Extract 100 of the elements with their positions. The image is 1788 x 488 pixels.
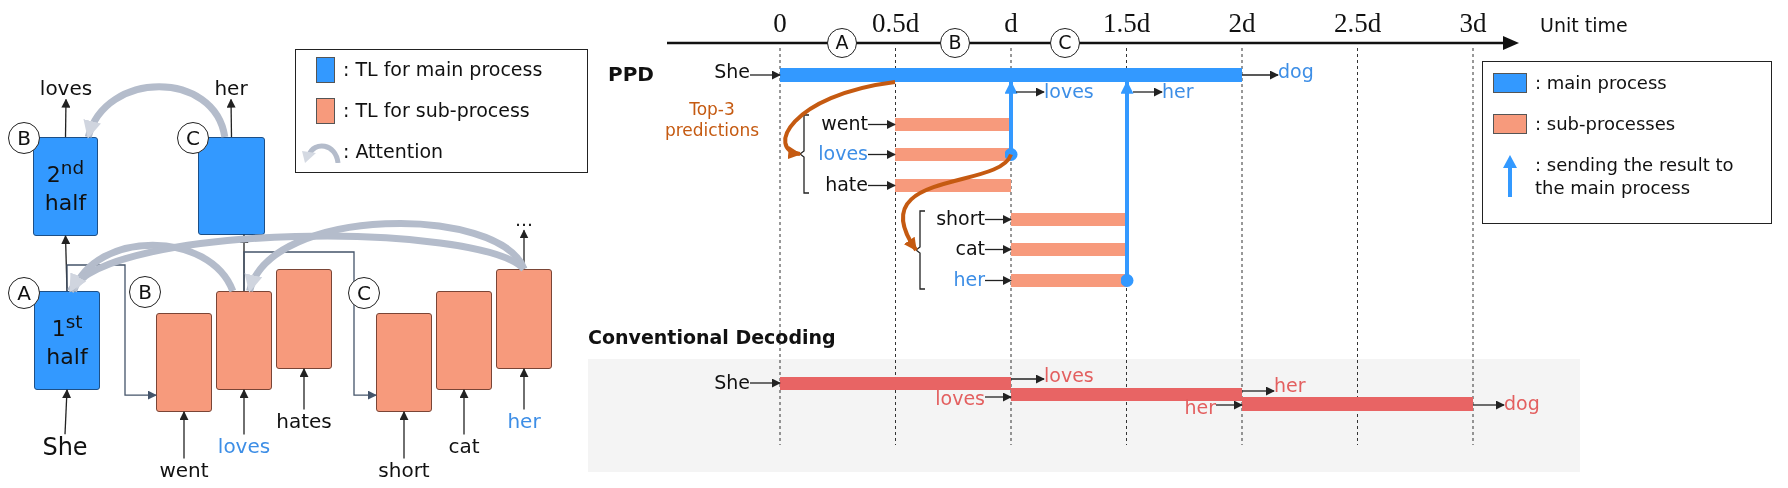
curved-arrow xyxy=(901,153,1013,252)
timeline-bar xyxy=(780,68,1242,82)
token-label: hate xyxy=(825,174,868,196)
curved-arrow xyxy=(70,241,236,293)
arrow xyxy=(1004,80,1018,161)
token-label: went xyxy=(159,458,209,482)
tick-label: d xyxy=(1004,8,1018,40)
arrow xyxy=(239,389,249,436)
arrow xyxy=(66,264,157,400)
tick-label: 2d xyxy=(1228,8,1256,40)
arrow xyxy=(62,389,72,435)
arrow xyxy=(867,181,896,190)
curved-arrow xyxy=(783,80,896,158)
tick-label: 0.5d xyxy=(871,8,920,40)
arrow xyxy=(1120,80,1134,287)
legend-text: : TL for sub-process xyxy=(343,100,530,122)
arrow xyxy=(299,368,309,411)
timeline-bar xyxy=(1011,243,1127,256)
layer-block xyxy=(376,313,432,412)
curved-arrow xyxy=(246,220,527,293)
layer-block xyxy=(198,137,265,235)
arrow xyxy=(749,70,781,80)
timeline-bar xyxy=(1011,388,1242,401)
tick-label: 1.5d xyxy=(1102,8,1151,40)
token-label: her xyxy=(214,76,248,100)
legend-text: : Attention xyxy=(343,141,444,163)
token-label: loves xyxy=(1044,365,1094,387)
token-label: loves xyxy=(818,143,868,165)
arrow xyxy=(1241,386,1275,396)
token-label: short xyxy=(936,208,985,230)
arrow xyxy=(867,150,896,159)
legend-text: : main process xyxy=(1535,72,1667,94)
legend-text: : TL for main process xyxy=(343,59,543,81)
token-label: loves xyxy=(935,388,985,410)
section-heading: Conventional Decoding xyxy=(588,327,836,349)
token-label: loves xyxy=(39,76,93,100)
tick-label: 0 xyxy=(773,8,787,40)
token-label: dog xyxy=(1504,393,1540,415)
token-label: her xyxy=(1184,397,1216,419)
bracket xyxy=(916,210,925,290)
timeline-bar xyxy=(895,148,1011,161)
layer-block: 1$^{st}$ half xyxy=(34,291,100,390)
arrow xyxy=(1015,87,1045,97)
token-label: She xyxy=(42,434,88,462)
layer-block xyxy=(216,291,272,390)
timeline-bar xyxy=(1011,274,1127,287)
arrow xyxy=(519,368,529,411)
letter-badge: B xyxy=(940,28,970,58)
arrow xyxy=(399,411,409,460)
letter-badge: B xyxy=(129,276,161,308)
curved-arrow xyxy=(85,83,229,139)
arrow xyxy=(1215,400,1243,410)
layer-block xyxy=(156,313,212,412)
token-label: her xyxy=(1162,81,1194,103)
arrow xyxy=(226,98,236,138)
token-label: loves xyxy=(1044,81,1094,103)
token-label: her xyxy=(953,269,985,291)
arrow xyxy=(867,120,896,129)
arrow xyxy=(984,276,1012,285)
token-label: went xyxy=(821,113,868,135)
arrow xyxy=(61,98,71,138)
letter-badge: C xyxy=(1050,28,1080,58)
tick-label: 2.5d xyxy=(1333,8,1382,40)
timeline-bar xyxy=(1011,213,1127,226)
arrow xyxy=(1241,70,1279,80)
token-label: her xyxy=(1274,375,1306,397)
legend-text: : sending the result to the main process xyxy=(1535,152,1735,200)
arrow xyxy=(179,411,189,460)
arrow xyxy=(984,215,1012,224)
token-label: cat xyxy=(955,238,985,260)
token-label: her xyxy=(507,409,541,433)
arrow xyxy=(984,392,1012,402)
arrow xyxy=(459,389,469,436)
curved-arrow xyxy=(67,232,526,294)
letter-badge: A xyxy=(8,277,40,309)
arrow xyxy=(984,245,1012,254)
arrow xyxy=(1132,87,1163,97)
letter-badge: A xyxy=(827,28,857,58)
layer-block: 2$^{nd}$ half xyxy=(33,137,98,236)
timeline-bar xyxy=(780,377,1011,390)
timeline-bar xyxy=(895,118,1011,131)
token-label: She xyxy=(714,372,750,394)
token-label: She xyxy=(714,61,750,83)
tick-label: 3d xyxy=(1459,8,1487,40)
axis-title: Unit time xyxy=(1540,15,1628,37)
section-heading: PPD xyxy=(608,62,654,86)
bracket xyxy=(800,114,809,194)
token-label: dog xyxy=(1278,61,1314,83)
token-label: loves xyxy=(217,434,271,458)
letter-badge: C xyxy=(177,122,209,154)
letter-badge: C xyxy=(348,277,380,309)
layer-block xyxy=(496,269,552,369)
arrow xyxy=(1010,374,1045,384)
layer-block xyxy=(436,291,492,390)
token-label: cat xyxy=(448,434,480,458)
timeline-bar xyxy=(1242,397,1473,411)
arrow xyxy=(243,251,377,400)
arrow xyxy=(1472,400,1505,410)
letter-badge: B xyxy=(8,122,40,154)
token-label: short xyxy=(378,458,430,482)
